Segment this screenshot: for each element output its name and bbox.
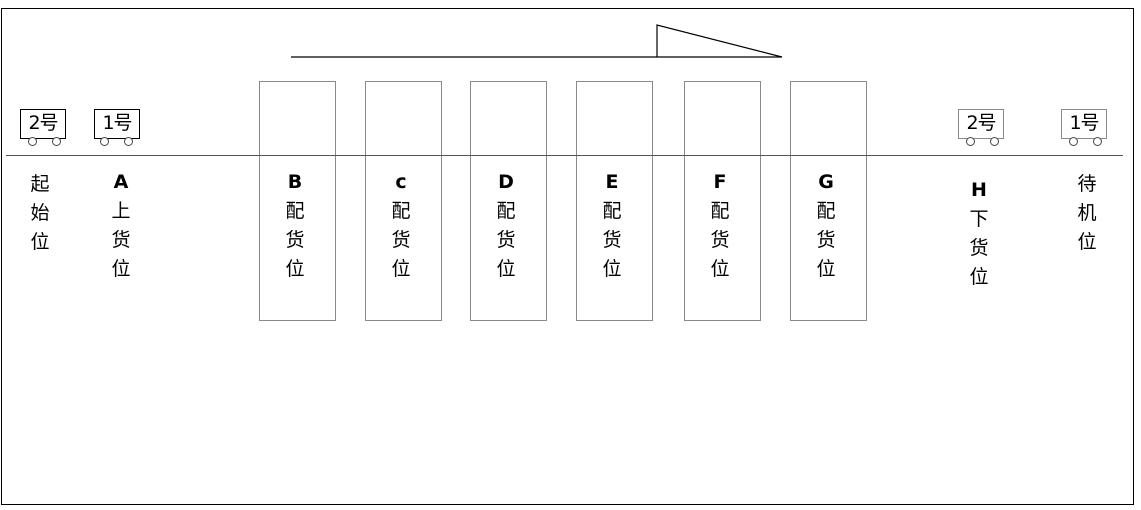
label-char: 配: [816, 200, 836, 222]
flag-triangle: [656, 24, 783, 58]
station-d-label: D 配 货 位: [491, 168, 521, 284]
label-char: 配: [710, 200, 730, 222]
label-char: 位: [111, 258, 131, 280]
bay-f: [684, 81, 761, 321]
wheel-icon: [100, 137, 109, 146]
station-g-label: G 配 货 位: [811, 168, 841, 284]
label-char: 位: [30, 231, 50, 253]
label-char: 位: [969, 266, 989, 288]
label-char: 起: [30, 173, 50, 195]
station-letter: B: [287, 171, 303, 193]
label-char: 下: [969, 208, 989, 230]
station-standby-label: 待 机 位: [1072, 170, 1102, 257]
bay-d: [470, 81, 547, 321]
station-h-label: H 下 货 位: [964, 176, 994, 292]
label-char: 配: [496, 200, 516, 222]
label-char: 货: [710, 229, 730, 251]
label-char: 货: [602, 229, 622, 251]
wheel-icon: [1069, 137, 1078, 146]
wheel-icon: [990, 137, 999, 146]
label-char: 位: [1077, 231, 1097, 253]
cart-1-standby: 1号: [1061, 109, 1109, 146]
label-char: 货: [496, 229, 516, 251]
cart-label: 2号: [958, 109, 1004, 139]
label-char: 货: [285, 229, 305, 251]
station-letter: A: [113, 171, 129, 193]
label-char: 配: [285, 200, 305, 222]
station-letter: D: [498, 171, 514, 193]
station-letter: E: [605, 171, 619, 193]
cart-2-start: 2号: [20, 109, 68, 146]
label-char: 位: [710, 258, 730, 280]
label-char: 货: [969, 237, 989, 259]
diagram-frame: [1, 8, 1134, 505]
label-char: 上: [111, 200, 131, 222]
label-char: 位: [496, 258, 516, 280]
label-char: 位: [602, 258, 622, 280]
bay-c: [365, 81, 442, 321]
label-char: 货: [816, 229, 836, 251]
label-char: 机: [1077, 202, 1097, 224]
cart-label: 1号: [1061, 109, 1107, 139]
station-a-label: A 上 货 位: [106, 168, 136, 284]
label-char: 配: [391, 200, 411, 222]
station-letter: G: [818, 171, 834, 193]
label-char: 货: [391, 229, 411, 251]
station-f-label: F 配 货 位: [705, 168, 735, 284]
label-char: 待: [1077, 173, 1097, 195]
label-char: 位: [391, 258, 411, 280]
label-char: 货: [111, 229, 131, 251]
station-letter: c: [395, 171, 407, 193]
cart-1-loading: 1号: [94, 109, 142, 146]
label-char: 配: [602, 200, 622, 222]
wheel-icon: [966, 137, 975, 146]
cart-label: 1号: [94, 109, 140, 139]
label-char: 位: [285, 258, 305, 280]
bay-g: [790, 81, 867, 321]
label-char: 始: [30, 202, 50, 224]
wheel-icon: [1093, 137, 1102, 146]
wheel-icon: [52, 137, 61, 146]
bay-b: [259, 81, 336, 321]
station-c-label: c 配 货 位: [386, 168, 416, 284]
bay-e: [576, 81, 653, 321]
track-line: [6, 155, 1123, 156]
label-char: 位: [816, 258, 836, 280]
station-b-label: B 配 货 位: [280, 168, 310, 284]
wheel-icon: [124, 137, 133, 146]
wheel-icon: [28, 137, 37, 146]
station-letter: H: [971, 179, 987, 201]
station-letter: F: [713, 171, 727, 193]
station-e-label: E 配 货 位: [597, 168, 627, 284]
station-start-label: 起 始 位: [25, 170, 55, 257]
cart-label: 2号: [20, 109, 66, 139]
cart-2-unloading: 2号: [958, 109, 1006, 146]
